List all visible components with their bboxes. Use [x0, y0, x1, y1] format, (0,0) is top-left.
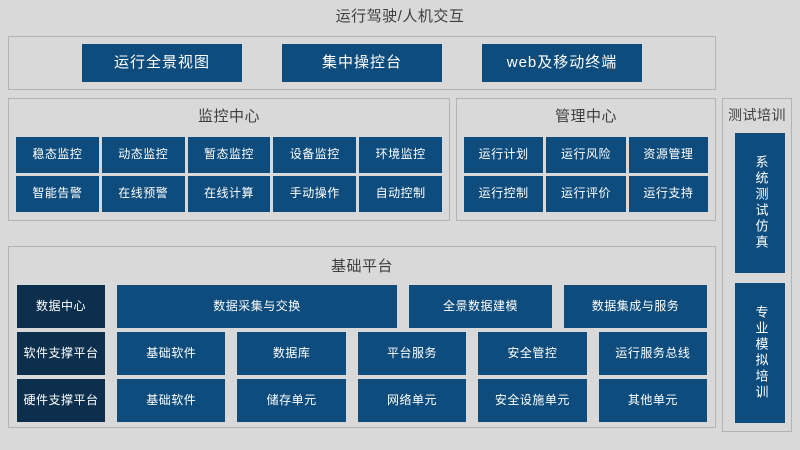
manage-center-panel: 管理中心 运行计划 运行风险 资源管理 运行控制 运行评价 运行支持	[456, 98, 716, 221]
platform-rows: 数据中心 数据采集与交换 全景数据建模 数据集成与服务 软件支撑平台 基础软件 …	[17, 285, 708, 422]
platform-tile-1-2[interactable]: 平台服务	[357, 332, 467, 375]
platform-tile-2-0[interactable]: 基础软件	[117, 379, 226, 422]
platform-tile-1-3[interactable]: 安全管控	[478, 332, 587, 375]
manage-center-grid: 运行计划 运行风险 资源管理 运行控制 运行评价 运行支持	[464, 137, 708, 212]
platform-tile-1-4[interactable]: 运行服务总线	[598, 332, 708, 375]
platform-row-0: 数据中心 数据采集与交换 全景数据建模 数据集成与服务	[17, 285, 707, 328]
interaction-tile-0[interactable]: 运行全景视图	[82, 44, 242, 82]
monitor-center-grid: 稳态监控 动态监控 暂态监控 设备监控 环境监控 智能告警 在线预警 在线计算 …	[16, 137, 442, 212]
monitor-tile-0[interactable]: 稳态监控	[16, 137, 99, 173]
platform-tile-2-3[interactable]: 安全设施单元	[478, 379, 587, 422]
monitor-tile-2[interactable]: 暂态监控	[187, 137, 271, 173]
training-tile-0[interactable]: 系统测试仿真	[735, 133, 785, 273]
platform-row-1: 软件支撑平台 基础软件 数据库 平台服务 安全管控 运行服务总线	[17, 332, 708, 375]
manage-center-title: 管理中心	[554, 108, 617, 125]
manage-tile-5[interactable]: 运行支持	[628, 176, 708, 212]
platform-tile-0-1[interactable]: 全景数据建模	[409, 285, 552, 328]
platform-tile-0-0[interactable]: 数据采集与交换	[117, 285, 397, 328]
platform-row-label-1[interactable]: 软件支撑平台	[17, 332, 105, 375]
manage-tile-0[interactable]: 运行计划	[464, 137, 544, 173]
training-title: 测试培训	[728, 107, 786, 123]
interaction-tile-2[interactable]: web及移动终端	[482, 44, 642, 82]
platform-tile-0-2[interactable]: 数据集成与服务	[564, 285, 707, 328]
interaction-tile-1[interactable]: 集中操控台	[282, 44, 442, 82]
manage-tile-2[interactable]: 资源管理	[628, 137, 708, 173]
interaction-panel: 运行全景视图 集中操控台 web及移动终端	[8, 36, 716, 90]
platform-tile-1-1[interactable]: 数据库	[237, 332, 346, 375]
platform-panel: 基础平台 数据中心 数据采集与交换 全景数据建模 数据集成与服务 软件支撑平台 …	[8, 246, 716, 428]
platform-row-label-0[interactable]: 数据中心	[17, 285, 105, 328]
platform-tile-2-1[interactable]: 储存单元	[237, 379, 346, 422]
platform-row-label-2[interactable]: 硬件支撑平台	[17, 379, 105, 422]
platform-row-tiles-1: 基础软件 数据库 平台服务 安全管控 运行服务总线	[117, 332, 708, 375]
platform-tile-1-0[interactable]: 基础软件	[117, 332, 226, 375]
training-tiles: 系统测试仿真 专业模拟培训	[735, 133, 785, 423]
page-title: 运行驾驶/人机交互	[335, 8, 465, 25]
training-panel: 测试培训 系统测试仿真 专业模拟培训	[722, 98, 792, 432]
monitor-tile-1[interactable]: 动态监控	[101, 137, 185, 173]
monitor-tile-6[interactable]: 在线预警	[101, 176, 185, 212]
platform-title: 基础平台	[330, 258, 393, 275]
monitor-tile-3[interactable]: 设备监控	[273, 137, 357, 173]
manage-tile-4[interactable]: 运行评价	[546, 176, 626, 212]
manage-tile-1[interactable]: 运行风险	[546, 137, 626, 173]
platform-tile-2-4[interactable]: 其他单元	[598, 379, 708, 422]
monitor-center-panel: 监控中心 稳态监控 动态监控 暂态监控 设备监控 环境监控 智能告警 在线预警 …	[8, 98, 450, 221]
platform-row-2: 硬件支撑平台 基础软件 储存单元 网络单元 安全设施单元 其他单元	[17, 379, 708, 422]
manage-tile-3[interactable]: 运行控制	[464, 176, 544, 212]
monitor-tile-5[interactable]: 智能告警	[16, 176, 99, 212]
platform-row-tiles-2: 基础软件 储存单元 网络单元 安全设施单元 其他单元	[117, 379, 708, 422]
platform-tile-2-2[interactable]: 网络单元	[357, 379, 467, 422]
monitor-center-title: 监控中心	[197, 108, 260, 125]
monitor-tile-8[interactable]: 手动操作	[273, 176, 357, 212]
interaction-button-row: 运行全景视图 集中操控台 web及移动终端	[9, 37, 715, 89]
platform-row-tiles-0: 数据采集与交换 全景数据建模 数据集成与服务	[117, 285, 707, 328]
monitor-tile-9[interactable]: 自动控制	[359, 176, 442, 212]
monitor-tile-4[interactable]: 环境监控	[359, 137, 442, 173]
training-tile-1[interactable]: 专业模拟培训	[735, 283, 785, 423]
monitor-tile-7[interactable]: 在线计算	[187, 176, 271, 212]
